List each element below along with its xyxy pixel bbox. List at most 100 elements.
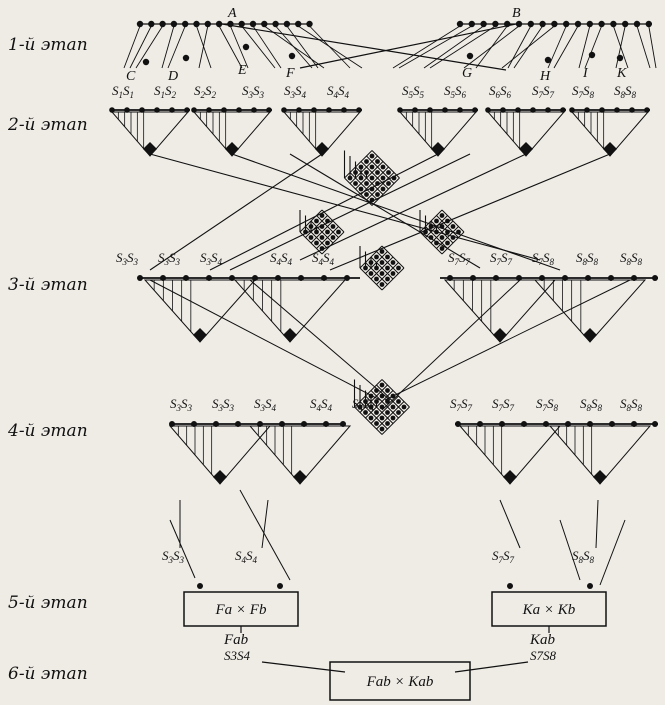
plant-dot	[439, 213, 445, 218]
plant-dot	[385, 265, 390, 271]
plant-dot	[182, 20, 189, 28]
plant-dot	[390, 415, 396, 421]
connector-line	[309, 25, 351, 69]
plant-dot	[347, 175, 353, 181]
plant-dot	[358, 175, 364, 181]
s3s4-result-label: S3S4	[224, 648, 251, 663]
plant-dot	[364, 170, 369, 175]
plant-dot	[396, 410, 401, 415]
connector-line	[355, 161, 384, 190]
connector-line	[559, 519, 581, 581]
plant-dot	[374, 276, 379, 282]
connector-line	[430, 220, 454, 244]
connector-line	[239, 489, 291, 581]
plant-dot	[363, 265, 368, 271]
plant-dot	[427, 107, 433, 113]
pair-label: S7S7	[492, 548, 515, 565]
plant-dot	[385, 388, 390, 393]
plant-dot	[397, 107, 403, 113]
box-final-text: Fab × Kab	[366, 674, 434, 690]
plant-dot	[539, 20, 546, 28]
connector-line	[135, 25, 163, 69]
plant-dot	[353, 181, 358, 186]
plant-dot	[614, 107, 620, 113]
stage-4-label: 4-й этап	[7, 421, 88, 441]
connector-line	[398, 25, 473, 69]
plant-dot	[633, 20, 641, 28]
plant-dot	[319, 213, 325, 218]
plant-dot	[374, 254, 379, 260]
plant-dot	[288, 52, 296, 60]
pair-label: S5S5	[402, 83, 425, 100]
connector-line	[381, 406, 410, 435]
plant-dot	[515, 107, 521, 113]
plant-dot	[379, 282, 385, 287]
plant-dot	[456, 20, 464, 28]
plant-dot	[530, 107, 536, 113]
plant-dot	[306, 20, 313, 28]
pair-label: S4S4	[312, 250, 335, 267]
connector-line	[349, 172, 378, 201]
pair-label: S7S7	[448, 250, 471, 267]
plant-dot	[136, 20, 144, 28]
connector-line	[316, 226, 339, 249]
plant-dot	[379, 271, 385, 276]
pair-label: S7S8	[572, 83, 595, 100]
plant-dot	[385, 399, 390, 404]
plant-dot	[375, 192, 380, 197]
plant-dot	[390, 404, 396, 410]
plant-dot	[336, 229, 341, 235]
connector-line	[365, 390, 394, 419]
connector-line	[354, 406, 383, 435]
plant-dot	[154, 107, 160, 113]
pair-label: S4S4	[270, 250, 293, 267]
plant-dot	[472, 107, 478, 113]
connector-line	[241, 25, 276, 69]
plant-dot	[390, 271, 396, 276]
connector-line	[261, 499, 269, 549]
plant-dot	[586, 20, 593, 28]
plant-dot	[480, 20, 487, 28]
stage-1-connections	[123, 23, 657, 71]
kab-label: Kab	[529, 632, 556, 648]
plant-dot	[439, 235, 445, 240]
cross-diamond	[603, 142, 617, 156]
plant-dot	[374, 410, 379, 415]
connector-line	[286, 25, 319, 69]
plant-dot	[308, 224, 314, 229]
pair-label: S3S4	[254, 396, 277, 413]
pair-label: S7S8	[536, 396, 559, 413]
plant-dot	[266, 107, 272, 113]
plant-dot	[314, 218, 319, 224]
connector-line	[381, 245, 405, 269]
cross-diamond	[225, 142, 239, 156]
plant-dot	[396, 399, 401, 404]
pair-label: S8S8	[572, 548, 595, 565]
connector-line	[161, 25, 175, 69]
plant-dot	[326, 107, 332, 113]
connector-line	[595, 499, 599, 549]
plant-dot	[386, 170, 391, 175]
plant-dot	[358, 186, 364, 192]
cross-diamond	[431, 142, 445, 156]
plant-dot	[468, 20, 475, 28]
connector-line	[299, 153, 527, 261]
plant-dot	[445, 240, 450, 246]
plant-dot	[390, 260, 396, 265]
line-h-label: H	[539, 69, 551, 84]
stage-5-connections	[169, 489, 626, 589]
connector-line	[584, 25, 603, 69]
plant-dot	[492, 20, 499, 28]
connector-line	[149, 153, 323, 271]
plant-dot	[206, 107, 212, 113]
stage-3-label: 3-й этап	[8, 275, 88, 295]
connector-line	[365, 395, 394, 424]
plant-dot	[368, 260, 374, 265]
plant-dot	[375, 159, 380, 164]
cross-diamond	[283, 328, 297, 342]
pair-label: S3S3	[170, 396, 193, 413]
pair-label: S3S3	[162, 548, 185, 565]
plant-dot	[385, 254, 390, 260]
lattice	[299, 209, 345, 255]
